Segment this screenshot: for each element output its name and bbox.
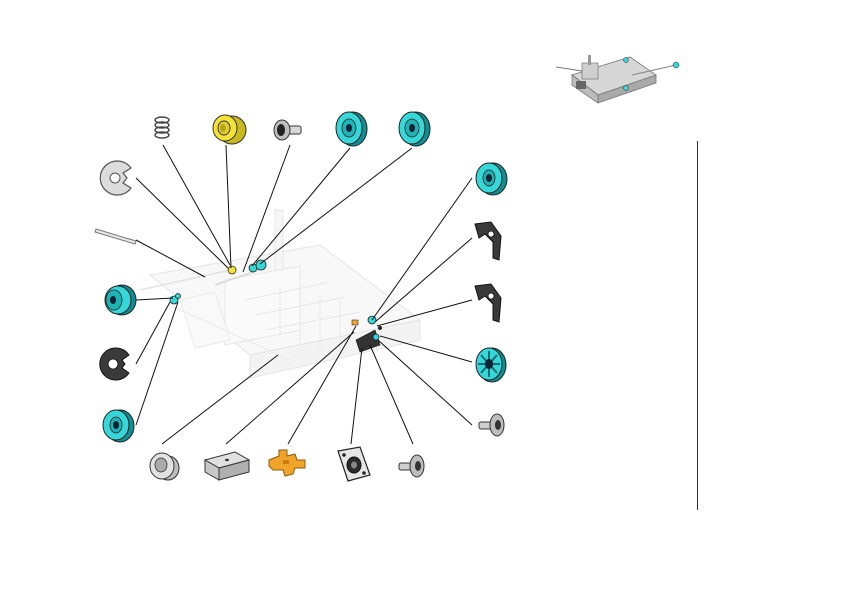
assembly-overview-thumbnail <box>555 55 680 104</box>
screw-icon <box>478 413 505 437</box>
plate-icon <box>337 446 371 482</box>
hook-icon <box>474 221 502 261</box>
assembled-components <box>169 259 382 353</box>
bushing-icon <box>212 114 247 145</box>
screw-icon <box>273 119 302 141</box>
assembly-icon <box>555 55 680 104</box>
chassis-assembly <box>139 209 422 379</box>
wheel-icon <box>475 347 507 383</box>
e-clip-icon <box>99 347 130 381</box>
divider-line <box>697 141 698 510</box>
screw-icon <box>398 454 425 478</box>
pulley-icon <box>398 111 431 147</box>
pulley-icon <box>335 111 368 147</box>
bearing-icon <box>102 409 135 443</box>
bracket-icon <box>268 449 306 477</box>
leader-lines <box>135 144 473 445</box>
hook-icon <box>474 283 502 323</box>
spring-icon <box>154 116 170 139</box>
bearing-icon <box>475 162 508 196</box>
bushing-icon <box>149 452 180 481</box>
e-clip-icon <box>99 160 132 196</box>
block-icon <box>203 451 251 481</box>
gear-icon <box>104 284 137 316</box>
rod-icon <box>94 228 137 245</box>
